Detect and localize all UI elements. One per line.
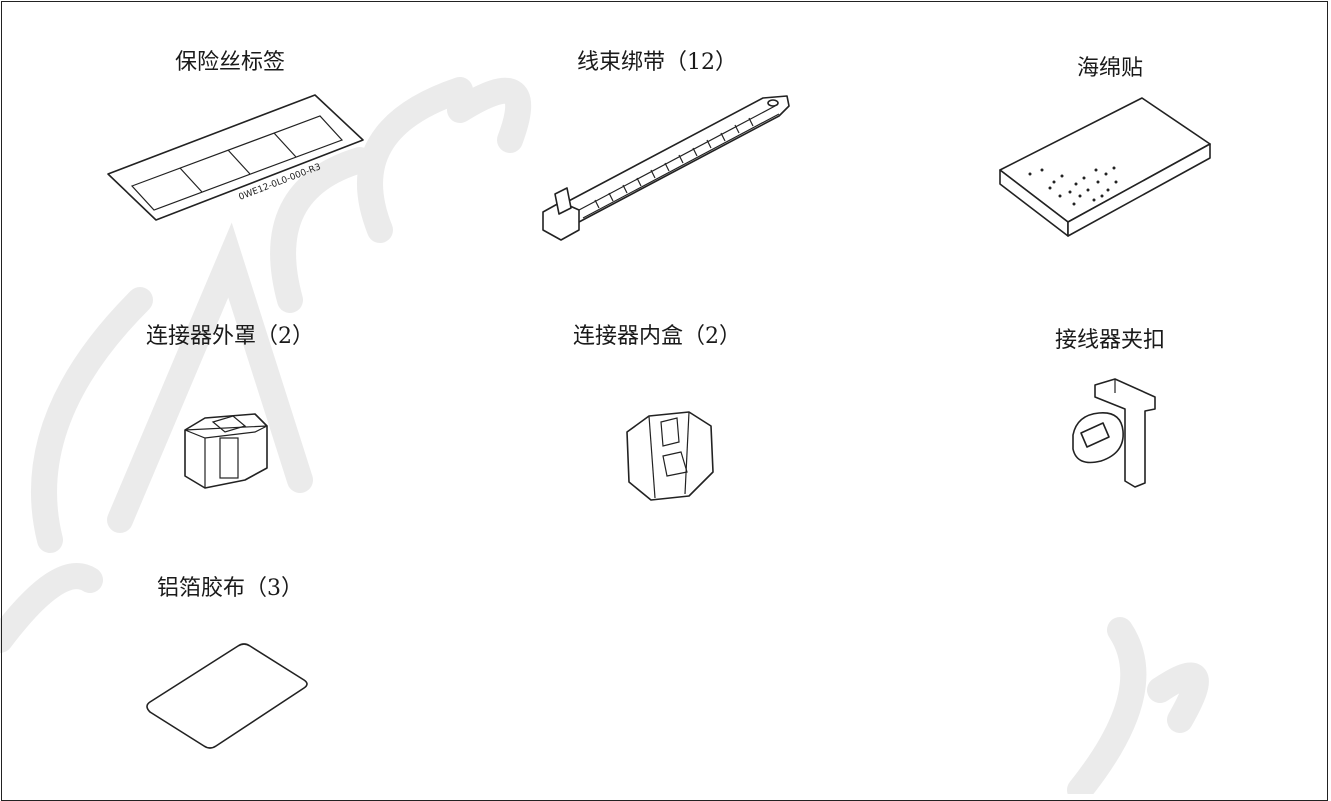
connector-inner-box-icon bbox=[626, 411, 714, 501]
connector-cover-title: 连接器外罩（2） bbox=[146, 324, 314, 349]
aluminum-tape-title: 铝箔胶布（3） bbox=[157, 576, 303, 601]
cable-tie-icon bbox=[542, 95, 790, 241]
fuse-label-title: 保险丝标签 bbox=[174, 50, 286, 75]
sponge-pad-icon bbox=[999, 97, 1211, 237]
aluminum-foil-tape-icon bbox=[146, 643, 308, 749]
connector-cover-icon bbox=[184, 413, 268, 489]
connector-inner-box-title: 连接器内盒（2） bbox=[573, 324, 741, 349]
sponge-pad-title: 海绵贴 bbox=[1076, 56, 1144, 81]
connector-clip-icon bbox=[1072, 378, 1156, 488]
cable-tie-title: 线束绑带（12） bbox=[577, 50, 737, 75]
fuse-label-sheet-icon: 0WE12-0L0-000-R3 bbox=[107, 94, 364, 221]
connector-clip-title: 接线器夹扣 bbox=[1054, 328, 1166, 353]
